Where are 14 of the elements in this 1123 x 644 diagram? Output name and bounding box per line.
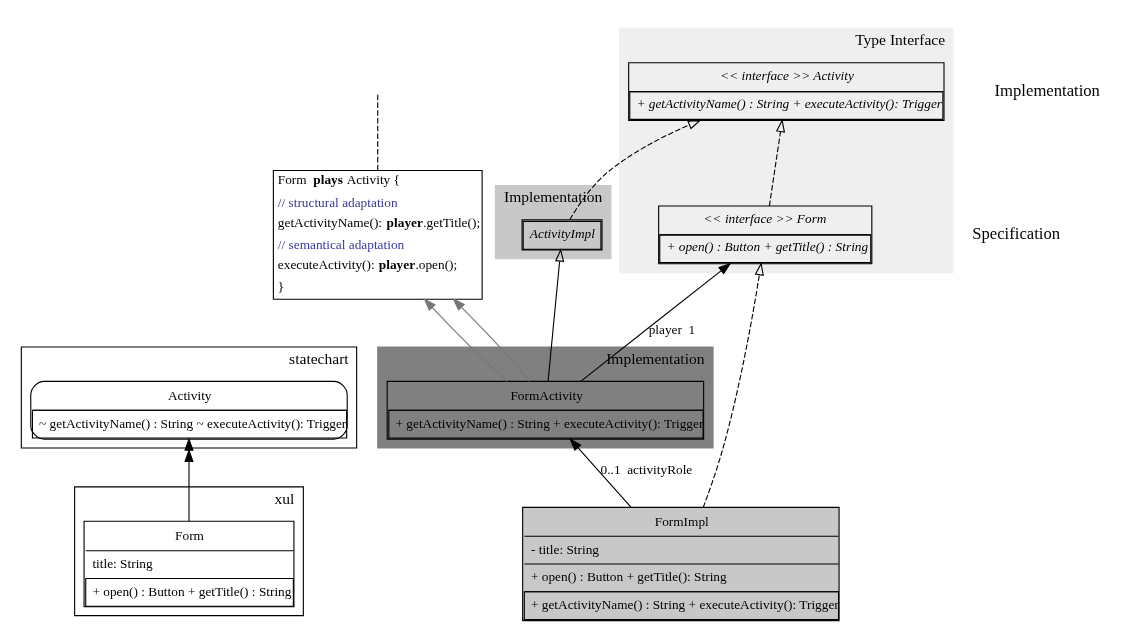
label: Implementation [994, 80, 1100, 100]
arrow [569, 119, 702, 221]
connector [377, 92, 379, 171]
label: Specification [972, 223, 1061, 243]
arrow [184, 437, 194, 522]
edge-label: 0..1 activityRole [600, 462, 693, 478]
arrow [423, 298, 508, 382]
arrow [569, 438, 632, 508]
arrow [580, 262, 732, 382]
edge-label: player 1 [648, 322, 696, 338]
arrow [452, 298, 531, 382]
arrow [702, 262, 764, 508]
arrow [768, 118, 786, 207]
arrow [547, 248, 565, 382]
